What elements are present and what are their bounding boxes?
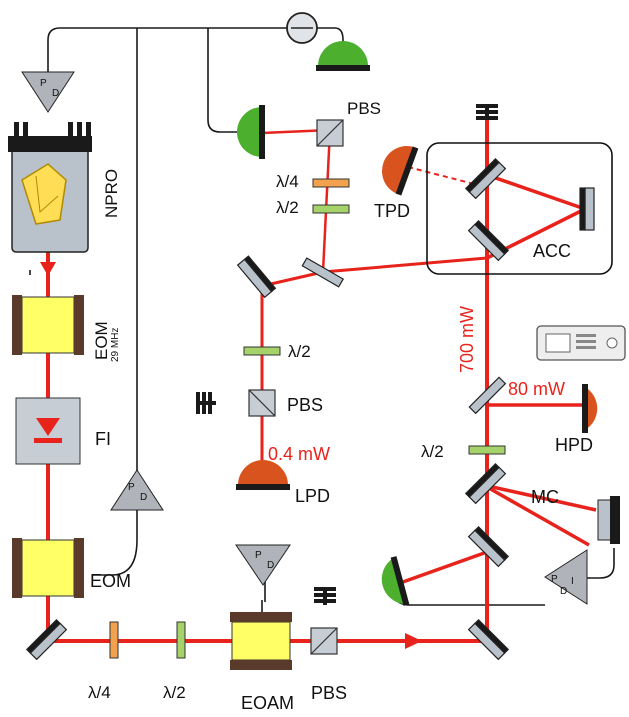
npro-label: NPRO bbox=[102, 168, 121, 218]
hpd-label: HPD bbox=[555, 435, 594, 455]
power-low-label: 0.4 mW bbox=[268, 444, 331, 464]
photodiode-icon bbox=[582, 384, 598, 433]
fi-label: FI bbox=[95, 429, 111, 449]
eom-frequency-label: 29 MHz bbox=[110, 327, 121, 362]
beam-dump-icon bbox=[314, 587, 336, 605]
amplifier-triangle-icon: P D bbox=[110, 469, 164, 511]
hwp-bottom-label: λ/2 bbox=[163, 683, 186, 702]
beam-dump-icon bbox=[196, 392, 216, 414]
photodiode-icon bbox=[237, 105, 265, 159]
hwp-mid-label: λ/2 bbox=[288, 342, 311, 361]
hwp-top-label: λ/2 bbox=[276, 198, 299, 217]
signal-mixer-icon bbox=[286, 12, 318, 44]
mirror bbox=[25, 157, 595, 661]
eoam bbox=[230, 612, 292, 670]
power-80-label: 80 mW bbox=[508, 379, 566, 399]
svg-text:D: D bbox=[52, 88, 59, 99]
eom-bottom bbox=[12, 538, 84, 598]
waveplate bbox=[109, 178, 506, 659]
svg-text:P: P bbox=[255, 550, 262, 561]
faraday-isolator bbox=[15, 397, 81, 465]
tpd-label: TPD bbox=[374, 201, 410, 221]
hwp-right-label: λ/2 bbox=[421, 442, 444, 461]
beam-arrow-right bbox=[405, 633, 422, 649]
mc-label: MC bbox=[531, 487, 559, 507]
svg-text:P: P bbox=[40, 78, 47, 89]
polarizing-beam-splitter bbox=[248, 119, 344, 655]
beam-arrow-down bbox=[40, 262, 56, 276]
power-700-label: 700 mW bbox=[457, 305, 477, 373]
photodiode-icon bbox=[316, 41, 370, 71]
acc-label: ACC bbox=[533, 241, 572, 261]
qwp-bottom-label: λ/4 bbox=[88, 683, 111, 702]
lpd-label: LPD bbox=[295, 486, 331, 506]
svg-text:P: P bbox=[551, 574, 558, 585]
photodiode-icon bbox=[381, 556, 410, 606]
pbs-top-label: PBS bbox=[347, 99, 382, 118]
qwp-top-label: λ/4 bbox=[276, 172, 299, 191]
svg-text:D: D bbox=[267, 560, 274, 571]
svg-text:P: P bbox=[128, 482, 135, 493]
npro-laser-icon bbox=[8, 122, 92, 253]
pbs-mid-label: PBS bbox=[287, 395, 324, 415]
eom-bottom-label: EOM bbox=[90, 571, 132, 591]
amplifier-triangle-icon: P D bbox=[235, 544, 291, 586]
eom-top bbox=[12, 295, 84, 355]
acc-enclosure bbox=[426, 142, 613, 275]
eoam-label: EOAM bbox=[241, 693, 295, 713]
beam-dump-icon bbox=[476, 104, 498, 120]
svg-text:D: D bbox=[560, 586, 567, 597]
spectrum-analyzer-icon bbox=[536, 325, 626, 361]
photodiode-icon bbox=[382, 146, 419, 196]
tpd-dashed-beam bbox=[407, 166, 479, 186]
photodiode-icon bbox=[236, 460, 290, 490]
eom-top-label: EOM bbox=[92, 321, 111, 360]
svg-text:I: I bbox=[571, 576, 574, 587]
beam-dump-icon bbox=[597, 496, 620, 544]
amplifier-triangle-icon: P D I bbox=[544, 549, 588, 605]
amplifier-triangle-icon: P D bbox=[21, 71, 75, 113]
svg-text:D: D bbox=[140, 492, 147, 503]
pbs-bottom-label: PBS bbox=[311, 683, 348, 703]
